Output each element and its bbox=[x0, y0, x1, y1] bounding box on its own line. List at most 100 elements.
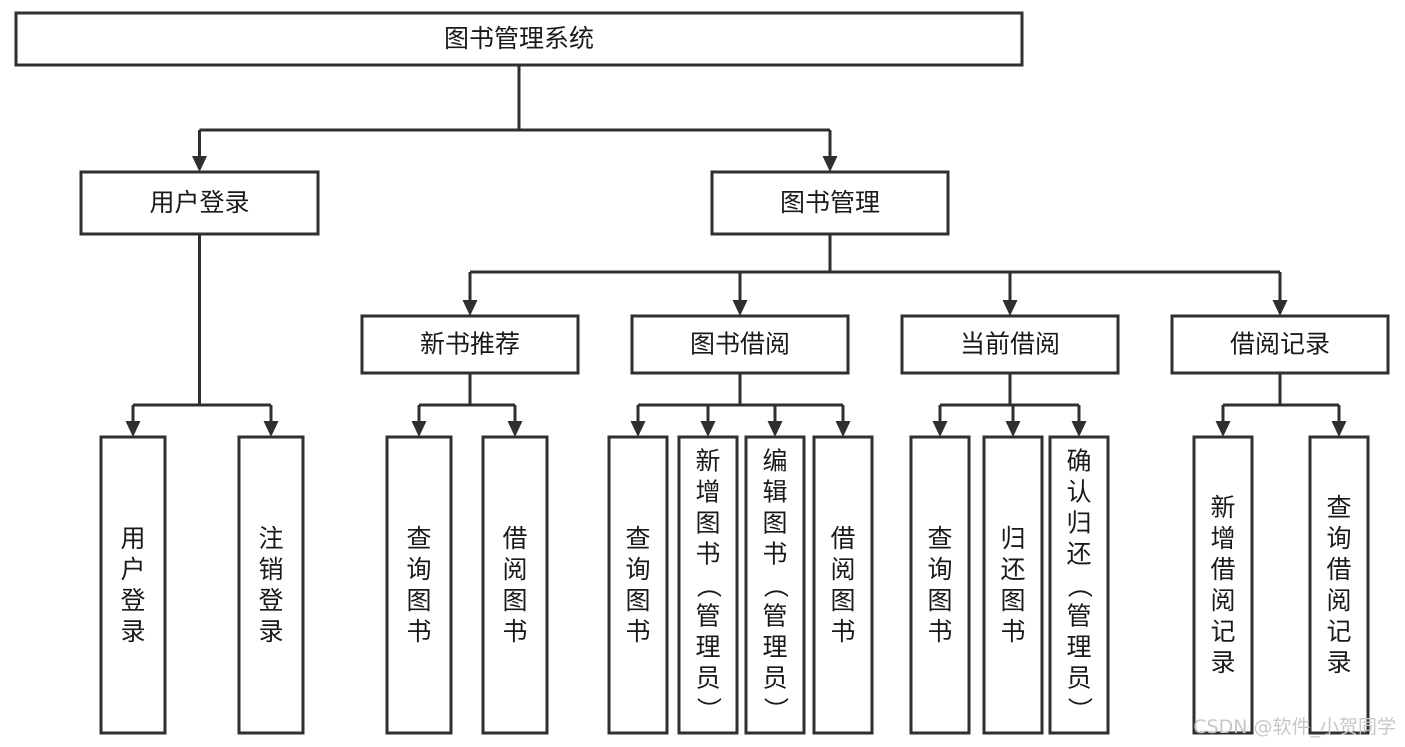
arrow-head-borrow-record bbox=[1272, 300, 1288, 316]
svg-text:借: 借 bbox=[1210, 555, 1235, 584]
node-new-book-recommend[interactable]: 新书推荐 bbox=[360, 314, 580, 375]
svg-text:借: 借 bbox=[830, 524, 855, 553]
svg-text:书: 书 bbox=[406, 617, 431, 646]
svg-text:询: 询 bbox=[927, 555, 952, 584]
node-book-management[interactable]: 图书管理 bbox=[710, 170, 950, 236]
svg-text:增: 增 bbox=[1210, 524, 1235, 553]
arrow-head-leaf-edit-book bbox=[767, 421, 783, 437]
node-box-root[interactable] bbox=[14, 11, 1024, 67]
node-box-book-borrow[interactable] bbox=[630, 314, 850, 375]
svg-text:管: 管 bbox=[762, 602, 787, 631]
node-box-leaf-query-book-borrow[interactable] bbox=[607, 435, 669, 735]
node-current-borrow[interactable]: 当前借阅 bbox=[900, 314, 1120, 375]
svg-text:认: 认 bbox=[1066, 478, 1091, 507]
node-box-leaf-add-book[interactable] bbox=[677, 435, 739, 735]
connectors-layer bbox=[125, 65, 1347, 437]
node-box-leaf-user-login[interactable] bbox=[99, 435, 167, 735]
node-box-leaf-borrow-book-recommend[interactable] bbox=[481, 435, 549, 735]
node-box-leaf-user-logout[interactable] bbox=[237, 435, 305, 735]
svg-text:借: 借 bbox=[502, 524, 527, 553]
node-borrow-record[interactable]: 借阅记录 bbox=[1170, 314, 1390, 375]
arrow-head-leaf-query-borrow-record bbox=[1331, 421, 1347, 437]
svg-text:书: 书 bbox=[502, 617, 527, 646]
svg-text:阅: 阅 bbox=[502, 555, 527, 584]
svg-text:图: 图 bbox=[762, 509, 787, 538]
svg-text:查: 查 bbox=[406, 524, 431, 553]
node-label-user-login: 用户登录 bbox=[149, 188, 249, 217]
node-label-new-book-recommend: 新书推荐 bbox=[420, 330, 520, 359]
svg-text:注: 注 bbox=[258, 524, 283, 553]
node-box-leaf-borrow-book[interactable] bbox=[812, 435, 874, 735]
node-box-book-management[interactable] bbox=[710, 170, 950, 236]
node-root[interactable]: 图书管理系统 bbox=[14, 11, 1024, 67]
node-user-login[interactable]: 用户登录 bbox=[79, 170, 320, 236]
svg-text:归: 归 bbox=[1066, 509, 1091, 538]
svg-text:图: 图 bbox=[695, 509, 720, 538]
nodes-layer: 图书管理系统用户登录图书管理新书推荐图书借阅当前借阅借阅记录用户登录注销登录查询… bbox=[14, 11, 1390, 735]
node-box-leaf-add-borrow-record[interactable] bbox=[1192, 435, 1254, 735]
node-book-borrow[interactable]: 图书借阅 bbox=[630, 314, 850, 375]
svg-text:图: 图 bbox=[1000, 586, 1025, 615]
svg-text:询: 询 bbox=[625, 555, 650, 584]
node-leaf-user-login[interactable]: 用户登录 bbox=[99, 435, 167, 735]
node-label-leaf-user-login: 用户登录 bbox=[120, 524, 145, 646]
node-label-current-borrow: 当前借阅 bbox=[960, 330, 1060, 359]
node-box-leaf-query-book-current[interactable] bbox=[909, 435, 971, 735]
svg-text:查: 查 bbox=[927, 524, 952, 553]
node-box-leaf-return-book[interactable] bbox=[982, 435, 1044, 735]
svg-text:员: 员 bbox=[762, 664, 787, 693]
svg-text:图: 图 bbox=[927, 586, 952, 615]
svg-text:阅: 阅 bbox=[830, 555, 855, 584]
svg-text:员: 员 bbox=[695, 664, 720, 693]
svg-text:还: 还 bbox=[1000, 555, 1025, 584]
svg-text:（: （ bbox=[761, 573, 790, 598]
svg-text:书: 书 bbox=[695, 540, 720, 569]
svg-text:）: ） bbox=[694, 697, 723, 722]
svg-text:销: 销 bbox=[258, 555, 283, 584]
svg-text:新: 新 bbox=[1210, 493, 1235, 522]
node-label-book-borrow: 图书借阅 bbox=[690, 330, 790, 359]
node-box-leaf-query-book-recommend[interactable] bbox=[385, 435, 453, 735]
node-box-borrow-record[interactable] bbox=[1170, 314, 1390, 375]
arrow-head-leaf-query-book-borrow bbox=[630, 421, 646, 437]
svg-text:登: 登 bbox=[258, 586, 283, 615]
arrow-head-current-borrow bbox=[1002, 300, 1018, 316]
node-box-leaf-confirm-return[interactable] bbox=[1048, 435, 1110, 735]
svg-text:书: 书 bbox=[762, 540, 787, 569]
svg-text:图: 图 bbox=[406, 586, 431, 615]
svg-text:书: 书 bbox=[625, 617, 650, 646]
arrow-head-leaf-borrow-book-recommend bbox=[507, 421, 523, 437]
svg-text:新: 新 bbox=[695, 447, 720, 476]
svg-text:书: 书 bbox=[927, 617, 952, 646]
node-box-current-borrow[interactable] bbox=[900, 314, 1120, 375]
svg-text:（: （ bbox=[694, 573, 723, 598]
node-box-user-login[interactable] bbox=[79, 170, 320, 236]
node-box-new-book-recommend[interactable] bbox=[360, 314, 580, 375]
arrow-head-leaf-user-logout bbox=[263, 421, 279, 437]
svg-text:）: ） bbox=[761, 697, 790, 722]
arrow-head-leaf-borrow-book bbox=[835, 421, 851, 437]
node-box-leaf-query-borrow-record[interactable] bbox=[1308, 435, 1370, 735]
svg-text:理: 理 bbox=[1066, 633, 1091, 662]
node-box-leaf-edit-book[interactable] bbox=[744, 435, 806, 735]
svg-text:记: 记 bbox=[1210, 617, 1235, 646]
